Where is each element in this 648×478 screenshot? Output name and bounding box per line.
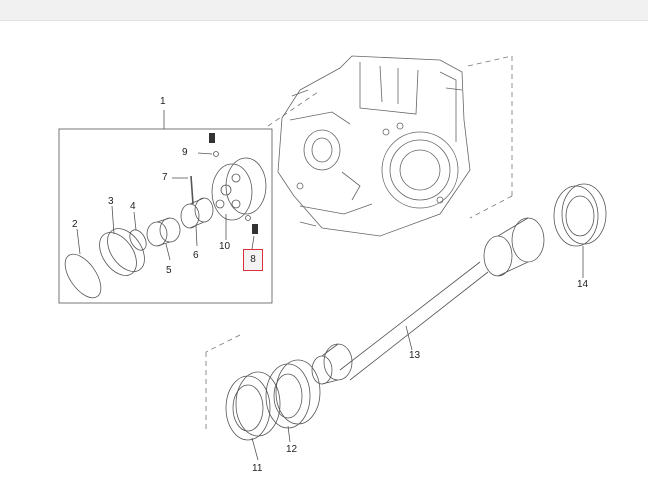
callout-8-label: 8 [250,254,256,265]
part-9-ball [213,151,219,157]
part-3-ring [99,205,145,276]
part-6-gear-sleeve [180,197,214,247]
callout-7[interactable]: 7 [162,172,168,183]
callout-3[interactable]: 3 [108,196,114,207]
callout-1[interactable]: 1 [160,96,166,107]
top-toolbar [0,0,648,21]
part-4-washer [129,229,147,251]
assembly-1-frame [58,128,273,304]
part-7-pin [190,175,194,205]
part-13-shaft [311,217,545,385]
callout-6[interactable]: 6 [193,250,199,261]
spring-icon [209,133,215,143]
part-10-hub [211,157,267,240]
callout-11[interactable]: 11 [252,463,263,474]
callout-5[interactable]: 5 [166,265,172,276]
part-14-bearing [553,183,607,278]
callout-4[interactable]: 4 [130,201,136,212]
callout-10[interactable]: 10 [219,241,231,252]
part-2-snap-ring [64,253,102,299]
part-11-seal [225,371,281,461]
callout-2[interactable]: 2 [72,219,78,230]
callout-12[interactable]: 12 [286,444,298,455]
part-5-needle-bearing [146,217,181,261]
callout-9[interactable]: 9 [182,147,188,158]
part-12-bearing [265,359,321,443]
part-8-spring [252,224,258,234]
gearbox-housing [277,55,471,237]
callout-14[interactable]: 14 [577,279,589,290]
callout-8-highlighted[interactable]: 8 [243,249,263,271]
callout-13[interactable]: 13 [409,350,421,361]
assembly-frame-dashed [205,55,513,432]
